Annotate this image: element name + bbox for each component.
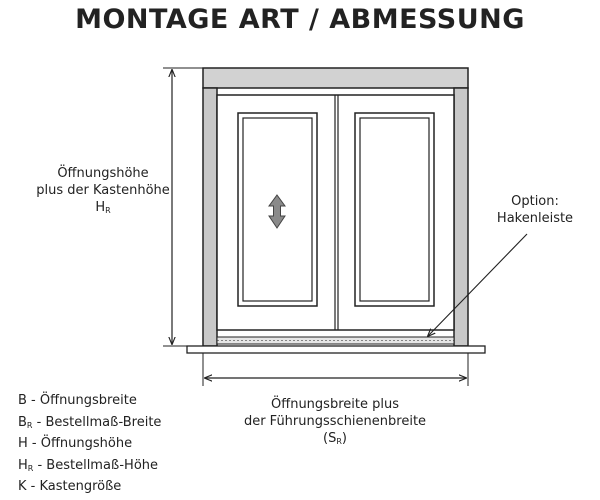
legend-item-k: K - Kastengröße: [18, 479, 122, 494]
shutter-box: [202, 67, 469, 89]
left-sash-inner: [242, 117, 313, 302]
option-leader-line: [428, 233, 528, 336]
window-drawing: [163, 67, 528, 386]
legend-item-br: BR - Bestellmaß-Breite: [18, 414, 162, 430]
window-sill: [186, 345, 486, 354]
option-label: Option: Hakenleiste: [480, 193, 590, 227]
left-sash-outer: [237, 112, 318, 307]
height-label-symbol: HR: [95, 200, 111, 215]
height-label-line1: Öffnungshöhe: [57, 166, 149, 181]
width-label-line2: der Führungsschienenbreite: [243, 414, 427, 429]
legend-item-b: B - Öffnungsbreite: [18, 393, 137, 408]
legend: B - Öffnungsbreite BR - Bestellmaß-Breit…: [18, 392, 161, 500]
option-label-line1: Option:: [511, 194, 559, 209]
height-label: Öffnungshöhe plus der Kastenhöhe HR: [8, 165, 198, 219]
up-down-arrow-icon: [268, 194, 286, 229]
guide-rail-left: [202, 87, 218, 347]
height-label-line2: plus der Kastenhöhe: [36, 183, 170, 198]
right-sash-outer: [354, 112, 435, 307]
option-label-line2: Hakenleiste: [496, 211, 574, 226]
width-label: Öffnungsbreite plus der Führungsschienen…: [225, 396, 445, 450]
width-label-symbol: (SR): [323, 431, 347, 446]
diagram-title: MONTAGE ART / ABMESSUNG: [75, 4, 525, 35]
legend-item-h: H - Öffnungshöhe: [18, 436, 133, 451]
legend-item-hr: HR - Bestellmaß-Höhe: [18, 457, 159, 473]
right-sash-inner: [359, 117, 430, 302]
width-label-line1: Öffnungsbreite plus: [271, 397, 399, 412]
